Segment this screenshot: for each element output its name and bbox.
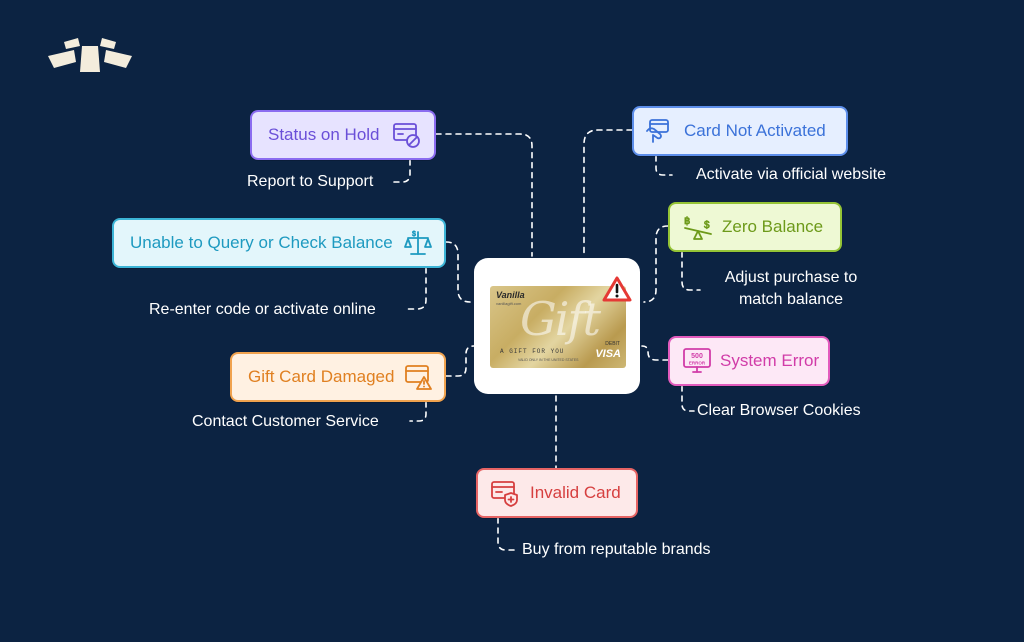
problem-system-error[interactable]: 500 ERROR System Error bbox=[668, 336, 830, 386]
svg-text:฿: ฿ bbox=[684, 216, 690, 227]
problem-label: System Error bbox=[720, 351, 820, 370]
connector-zero-tip bbox=[681, 251, 701, 291]
problem-card-not-activated[interactable]: Card Not Activated bbox=[632, 106, 848, 156]
connector-status-on-hold bbox=[435, 133, 533, 257]
connector-system-tip bbox=[681, 385, 695, 412]
solution-unable-to-query: Re-enter code or activate online bbox=[149, 301, 376, 318]
problem-gift-card-damaged[interactable]: Gift Card Damaged bbox=[230, 352, 446, 402]
solution-system-error: Clear Browser Cookies bbox=[697, 402, 861, 419]
solution-card-not-activated: Activate via official website bbox=[696, 166, 887, 183]
problem-unable-to-query[interactable]: Unable to Query or Check Balance $ bbox=[112, 218, 446, 268]
problem-label: Status on Hold bbox=[268, 125, 380, 144]
problem-invalid-card[interactable]: Invalid Card bbox=[476, 468, 638, 518]
problem-label: Gift Card Damaged bbox=[248, 367, 395, 386]
problem-label: Invalid Card bbox=[530, 483, 621, 502]
problem-label: Unable to Query or Check Balance bbox=[130, 233, 393, 252]
card-for-you: A GIFT FOR YOU bbox=[500, 348, 565, 355]
fan-logo-icon bbox=[48, 38, 132, 72]
solution-status-on-hold: Report to Support bbox=[247, 173, 374, 190]
gift-card-panel: Vanilla vanillagift.com Gift A GIFT FOR … bbox=[474, 258, 640, 394]
card-brand: Vanilla bbox=[496, 290, 525, 300]
connector-damaged-tip bbox=[409, 401, 427, 422]
connector-unable-tip bbox=[407, 267, 427, 310]
problem-zero-balance[interactable]: ฿ $ Zero Balance bbox=[668, 202, 842, 252]
card-valid-text: VALID ONLY IN THE UNITED STATES bbox=[518, 358, 579, 362]
balance-scale-icon: $ bbox=[403, 231, 432, 255]
svg-text:$: $ bbox=[704, 220, 710, 231]
connector-card-not-activated bbox=[583, 129, 633, 257]
problem-label: Card Not Activated bbox=[684, 121, 826, 140]
error-word-text: ERROR bbox=[689, 361, 706, 366]
connector-gift-card-damaged bbox=[445, 345, 475, 377]
connector-zero-balance bbox=[643, 225, 669, 303]
problem-label: Zero Balance bbox=[722, 217, 824, 236]
problem-status-on-hold[interactable]: Status on Hold bbox=[250, 110, 436, 160]
card-plus-icon bbox=[491, 481, 518, 507]
error-500-monitor-icon: 500 ERROR bbox=[683, 348, 711, 373]
solution-zero-balance: Adjust purchase to match balance bbox=[700, 267, 882, 311]
solution-invalid-card: Buy from reputable brands bbox=[522, 541, 711, 558]
card-script-word: Gift bbox=[520, 292, 601, 346]
connector-invalid-tip bbox=[497, 517, 515, 551]
solution-gift-card-damaged: Contact Customer Service bbox=[192, 413, 379, 430]
connector-activated-tip bbox=[655, 155, 673, 176]
card-debit: DEBIT bbox=[605, 341, 620, 347]
svg-text:$: $ bbox=[412, 231, 416, 238]
connector-system-error bbox=[641, 345, 669, 361]
hand-card-icon bbox=[646, 119, 669, 143]
card-brand-url: vanillagift.com bbox=[496, 301, 522, 306]
card-network: VISA bbox=[595, 348, 621, 360]
warning-triangle-icon bbox=[602, 276, 632, 302]
card-warning-icon bbox=[405, 365, 433, 390]
connector-unable-to-query bbox=[445, 241, 471, 303]
seesaw-currency-icon: ฿ $ bbox=[684, 216, 712, 240]
solution-line-1: Adjust purchase to bbox=[724, 269, 858, 286]
solution-line-2: match balance bbox=[738, 291, 844, 308]
error-code-text: 500 bbox=[691, 353, 703, 360]
connector-status-tip bbox=[393, 159, 411, 183]
card-blocked-icon bbox=[392, 123, 420, 148]
